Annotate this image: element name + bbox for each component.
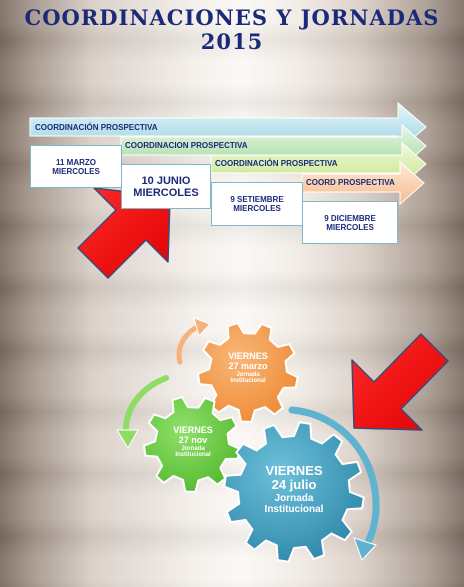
gear-green-body [142, 395, 241, 493]
cycle-arrow-blue [288, 406, 380, 553]
red-arrow-downleft [351, 333, 449, 431]
gear-green-text: VIERNES 27 nov Jornada Institucional [152, 425, 234, 459]
gear-blue-event-1: Jornada [274, 492, 314, 504]
gear-orange-event-1: Jornada [236, 371, 260, 378]
gear-green-date: 27 nov [178, 434, 208, 445]
date-box-3-date: 9 SETIEMBRE [230, 195, 284, 204]
cycle-arrow-green [122, 375, 169, 438]
gear-green-event-1: Jornada [181, 445, 205, 452]
gear-orange-event-2: Institucional [230, 378, 266, 385]
gear-blue-event-2: Institucional [264, 503, 324, 515]
gear-blue-body [223, 421, 365, 563]
gear-green-event-2: Institucional [175, 452, 211, 459]
timeline-band-2-label: COORDINACION PROSPECTIVA [125, 141, 248, 150]
date-box-1-date: 11 MARZO [55, 157, 96, 167]
red-arrow-upright [77, 187, 171, 279]
date-box-4: 9 DICIEMBRE MIERCOLES [302, 201, 398, 244]
gear-blue-date: 24 julio [271, 477, 317, 493]
date-box-1: 11 MARZO MIERCOLES [30, 145, 122, 188]
date-box-4-date: 9 DICIEMBRE [324, 213, 376, 223]
date-box-3-day: MIERCOLES [233, 204, 281, 213]
timeline-band-4-label: COORD PROSPECTIVA [306, 178, 395, 187]
timeline-band-1-label: COORDINACIÓN PROSPECTIVA [35, 123, 158, 132]
gear-orange-text: VIERNES 27 marzo Jornada Institucional [205, 351, 291, 385]
date-box-4-day: MIERCOLES [326, 222, 374, 232]
gear-green-day: VIERNES [173, 425, 213, 435]
date-box-2-day: MIERCOLES [133, 186, 199, 199]
gear-orange-date: 27 marzo [228, 360, 268, 371]
cycle-arrow-orange-head [193, 317, 211, 338]
date-box-2: 10 JUNIO MIERCOLES [121, 164, 211, 209]
cycle-arrow-blue-head [353, 537, 377, 561]
gear-blue-day: VIERNES [265, 463, 323, 478]
gear-orange-body [196, 321, 299, 423]
title-year: 2015 [200, 29, 264, 54]
gear-blue [223, 421, 365, 563]
title-line-1: COORDINACIONES Y JORNADAS [24, 5, 440, 30]
date-box-2-date: 10 JUNIO [141, 174, 191, 187]
gear-blue-text: VIERNES 24 julio Jornada Institucional [238, 463, 350, 515]
timeline-band-3-label: COORDINACIÓN PROSPECTIVA [215, 159, 338, 168]
page-title: COORDINACIONES Y JORNADAS 2015 [0, 6, 464, 54]
timeline-band-4-arrow [301, 160, 425, 206]
date-box-1-day: MIERCOLES [52, 166, 100, 176]
gear-orange-day: VIERNES [228, 351, 268, 361]
cycle-arrow-orange [176, 323, 202, 365]
date-box-3: 9 SETIEMBRE MIERCOLES [211, 182, 303, 226]
cycle-arrow-green-head [116, 429, 139, 449]
gear-green [142, 395, 241, 493]
gear-orange [196, 321, 299, 423]
